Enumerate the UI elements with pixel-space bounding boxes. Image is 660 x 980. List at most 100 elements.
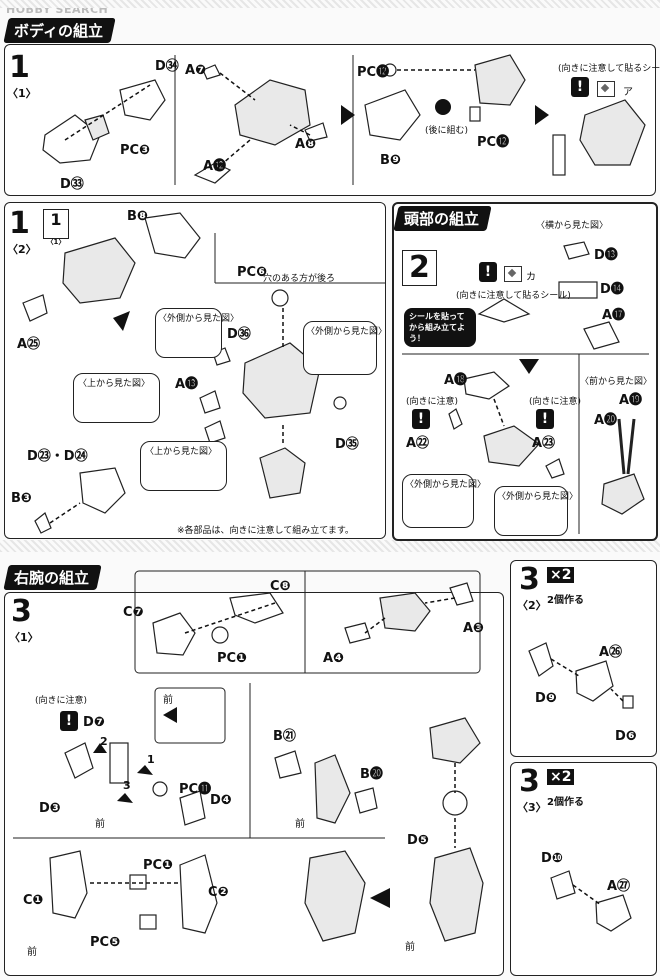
label-c2: C❷ xyxy=(208,885,229,900)
part-arm-complete xyxy=(429,847,484,942)
part-b20 xyxy=(354,787,378,814)
top-view-bubble: 〈上から見た図〉 xyxy=(140,441,227,491)
order-num-1: 1 xyxy=(147,753,155,766)
part-pc1a xyxy=(211,626,229,644)
label-a27: A㉗ xyxy=(607,879,631,894)
label-d14: D⓮ xyxy=(600,282,624,297)
ref-step-box: 1〈1〉 xyxy=(43,209,69,246)
label-c1: C❶ xyxy=(23,893,44,908)
label-d6: D❻ xyxy=(615,729,637,744)
label-b3: B❸ xyxy=(11,491,32,506)
part-shoulder xyxy=(429,717,481,764)
part-a23 xyxy=(545,458,565,479)
make-count: 2個作る xyxy=(547,595,584,606)
part-pc12b xyxy=(469,106,481,122)
front-arrow xyxy=(163,707,177,723)
back-joint-icon xyxy=(435,99,451,115)
front-view-note: 〈前から見た図〉 xyxy=(580,377,653,387)
part-forearm-assembled xyxy=(304,850,366,942)
label-d36: D㊱ xyxy=(227,327,251,342)
step1-1-illustration xyxy=(42,54,646,185)
flow-arrow xyxy=(370,888,390,908)
part-a4 xyxy=(344,622,371,644)
label-pc3: PC❸ xyxy=(120,143,151,158)
caution-a: (向きに注意) xyxy=(406,397,459,407)
warning-icon: ! xyxy=(536,409,554,429)
label-d7: D❼ xyxy=(83,715,105,730)
part-c7 xyxy=(152,612,196,656)
front-note: 前 xyxy=(295,819,305,830)
step-sub: 〈2〉 xyxy=(517,599,547,612)
part-a18 xyxy=(463,371,510,400)
front-note: 前 xyxy=(95,819,105,830)
part-c8 xyxy=(229,592,284,624)
label-a22: A㉒ xyxy=(406,436,430,451)
sticker-a xyxy=(552,134,566,176)
seal-note: (向きに注意して貼るシール) xyxy=(456,291,571,301)
back-note: (後に組む) xyxy=(425,126,469,136)
part-d14 xyxy=(558,281,598,299)
part-pc1b xyxy=(129,874,147,890)
label-pc1b: PC❶ xyxy=(143,858,174,873)
front-note-box: 前 xyxy=(163,695,173,706)
seal-tip: シールを貼ってから組み立てよう！ xyxy=(404,308,476,347)
orientation-note: ※各部品は、向きに注意して組み立てます。 xyxy=(177,526,354,536)
outside-view-bubble: 〈外側から見た図〉 xyxy=(303,321,387,375)
step1-1-panel: 1 〈1〉 D㉞ PC❸ xyxy=(4,44,660,196)
label-c7: C❼ xyxy=(123,605,144,620)
label-d10: D❿ xyxy=(541,851,563,866)
step-number: 3 xyxy=(519,764,540,799)
front-note: 前 xyxy=(27,947,37,958)
step-arrow-2 xyxy=(93,743,107,753)
label-a3: A❸ xyxy=(463,621,485,636)
warning-icon: ! xyxy=(412,409,430,429)
part-a27 xyxy=(595,894,632,932)
label-d3: D❸ xyxy=(39,801,61,816)
part-d35 xyxy=(333,396,347,410)
label-a7: A❼ xyxy=(185,63,207,78)
seal-icon xyxy=(504,266,522,282)
part-head-assembly xyxy=(483,425,540,467)
step3-2-panel: 3 〈2〉 ×2 2個作る A㉖ D❾ D❻ xyxy=(510,560,657,757)
part-body-front xyxy=(474,54,526,106)
part-a25 xyxy=(22,294,48,322)
part-front-view-head xyxy=(601,473,645,515)
body-section-title: ボディの組立 xyxy=(3,18,116,43)
part-d6 xyxy=(622,695,634,709)
part-a7 xyxy=(202,64,221,80)
part-pc5 xyxy=(139,914,157,930)
outside-view-bubble: 〈外側から見た図〉 xyxy=(494,486,578,536)
part-pc3 xyxy=(84,114,110,141)
part-a17 xyxy=(583,321,620,350)
step3-1-panel: 3 〈1〉 xyxy=(4,570,504,976)
part-d10 xyxy=(550,870,576,900)
warning-icon: ! xyxy=(571,77,589,97)
seal-icon xyxy=(597,81,615,97)
label-d35: D㉟ xyxy=(335,437,359,452)
part-assembled-body xyxy=(579,99,646,166)
part-pc12a xyxy=(383,63,397,77)
order-num-3: 3 xyxy=(123,779,131,792)
warning-icon: ! xyxy=(60,711,78,731)
step1-2-panel: 1 〈2〉 1〈1〉 B❽ A㉕ PC❻ 穴のある方 xyxy=(4,202,387,539)
label-a17: A⓱ xyxy=(602,308,626,323)
part-c1 xyxy=(49,850,88,919)
label-d34: D㉞ xyxy=(155,59,179,74)
outside-view-bubble: 〈外側から見た図〉 xyxy=(402,474,486,528)
label-a18: A⓲ xyxy=(444,373,468,388)
label-d23d24: D㉓・D㉔ xyxy=(27,449,88,464)
front-note: 前 xyxy=(405,942,415,953)
multiplier-badge: ×2 xyxy=(547,567,575,583)
flow-arrow xyxy=(519,359,539,374)
label-b9: B❾ xyxy=(380,153,401,168)
head-panel: 2 〈横から見た図〉 D⓭ D⓮ A⓱ ! カ (向きに注意して貼るシール) シ… xyxy=(392,202,658,541)
part-a12 xyxy=(193,162,232,184)
part-upper-arm xyxy=(379,592,431,632)
right-arm-section-title: 右腕の組立 xyxy=(3,565,102,590)
make-count: 2個作る xyxy=(547,797,584,808)
label-b21: B㉑ xyxy=(273,729,296,744)
part-d4 xyxy=(179,790,206,826)
hole-note: 穴のある方が後ろ xyxy=(263,274,336,284)
head-section-title: 頭部の組立 xyxy=(393,206,492,231)
